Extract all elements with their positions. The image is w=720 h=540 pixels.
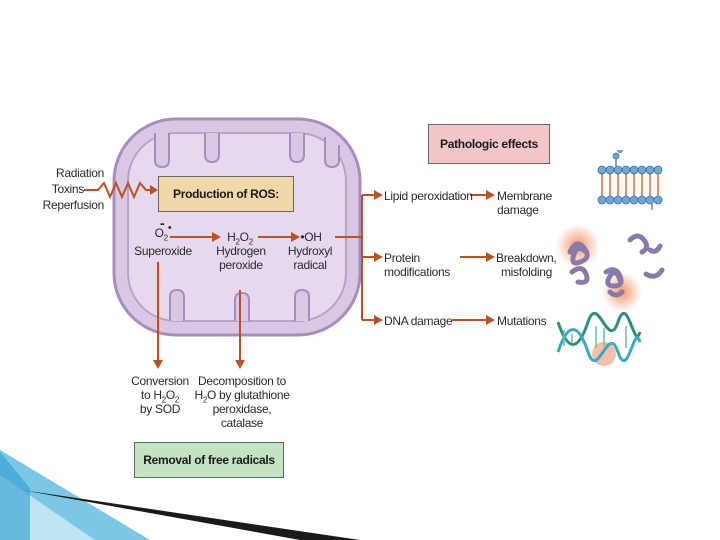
removal-of-free-radicals-box: Removal of free radicals bbox=[134, 442, 284, 478]
dna-damage-label: DNA damage bbox=[384, 314, 453, 328]
superoxide-name: Superoxide bbox=[134, 244, 192, 258]
breakdown-misfolding-label: Breakdown,misfolding bbox=[496, 251, 557, 279]
stimulus-zigzag-arrow bbox=[84, 180, 158, 200]
stimulus-reperfusion: Reperfusion bbox=[42, 198, 105, 212]
membrane-damage-label: Membrane damage bbox=[497, 189, 552, 217]
hydrogen-peroxide-name: Hydrogen peroxide bbox=[216, 244, 266, 272]
stimulus-radiation: Radiation bbox=[55, 166, 104, 180]
mutations-label: Mutations bbox=[497, 314, 547, 328]
protein-misfolding-illustration bbox=[556, 224, 665, 312]
hydroxyl-formula: •OH bbox=[300, 230, 322, 244]
hydrogen-peroxide-formula: H2O2 bbox=[227, 230, 253, 247]
hydroxyl-name: Hydroxyl radical bbox=[287, 244, 333, 272]
dna-mutation-illustration bbox=[556, 312, 642, 366]
superoxide-formula: O2• bbox=[154, 222, 172, 243]
stimulus-toxins: Toxins bbox=[51, 182, 85, 196]
lipid-peroxidation-label: Lipid peroxidation bbox=[384, 189, 473, 203]
production-of-ros-box: Production of ROS: bbox=[158, 176, 294, 212]
superoxide-charge: - bbox=[160, 215, 165, 231]
membrane-damage-illustration bbox=[597, 150, 663, 210]
slide-decoration bbox=[0, 450, 360, 540]
pathologic-effects-box: Pathologic effects bbox=[428, 124, 550, 164]
